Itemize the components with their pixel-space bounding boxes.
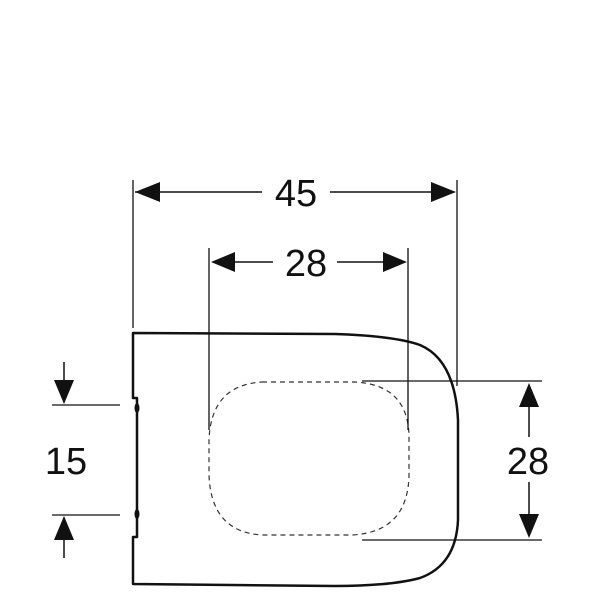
arrow-right-icon	[431, 182, 456, 202]
dimension-overall-width	[135, 182, 456, 202]
dimension-opening-depth	[519, 383, 539, 538]
dimension-hinge-spacing	[54, 362, 74, 558]
arrow-down-icon	[519, 514, 539, 538]
seat-opening-dashed	[208, 381, 410, 536]
hinge-top-icon	[134, 403, 140, 413]
dimension-opening-width	[211, 252, 407, 272]
arrow-up-icon	[519, 383, 539, 407]
arrow-right-icon	[383, 252, 407, 272]
opening-depth-label: 28	[507, 441, 549, 483]
hinge-spacing-label: 15	[45, 441, 87, 483]
hinge-marks	[134, 403, 140, 519]
arrow-left-icon	[135, 182, 160, 202]
hinge-bottom-icon	[134, 509, 140, 519]
arrow-down-icon	[54, 380, 74, 404]
extension-lines	[52, 180, 542, 541]
arrow-left-icon	[211, 252, 235, 272]
arrow-up-icon	[54, 516, 74, 540]
opening-width-label: 28	[285, 243, 327, 285]
seat-outline	[131, 331, 460, 588]
overall-width-label: 45	[275, 173, 317, 215]
